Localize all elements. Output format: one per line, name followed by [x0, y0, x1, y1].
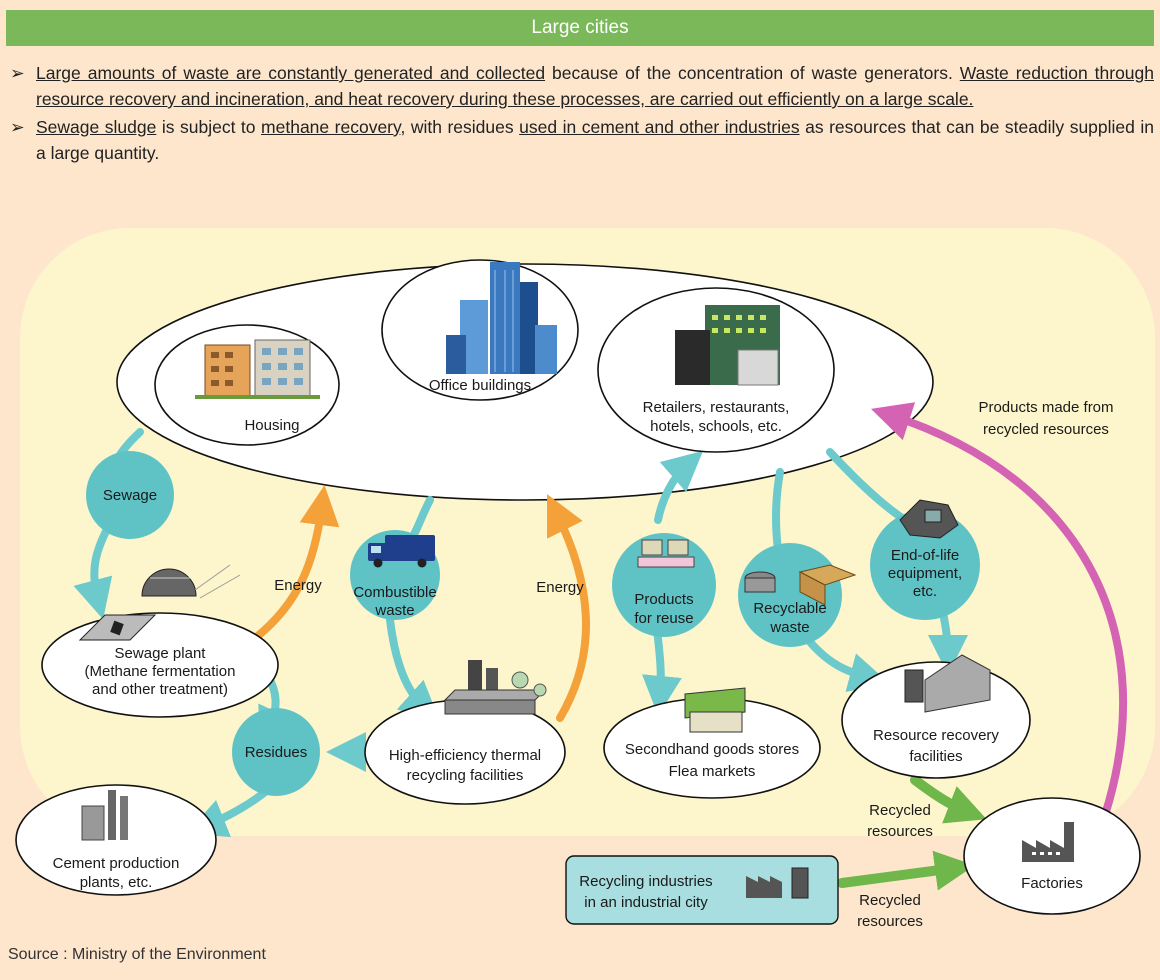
bullet-text: used in cement and other industries: [519, 117, 800, 137]
bullet-text: Large amounts of waste are constantly ge…: [36, 63, 546, 83]
label-recovery-1: Resource recovery: [873, 727, 999, 744]
bullet-text: because of the concentration of waste ge…: [545, 63, 960, 83]
label-energy-right: Energy: [536, 579, 584, 596]
bubble-label-eol-3: etc.: [913, 583, 937, 600]
label-energy-left: Energy: [274, 577, 322, 594]
computers-illustration: [637, 539, 695, 568]
recyclables-illustration: [744, 564, 857, 606]
bullet-text: Waste reduction through resource recover…: [36, 63, 1154, 109]
store-illustration: [684, 687, 746, 733]
bubble-label-recyclable-2: waste: [769, 619, 809, 636]
arrow-industries-factories: [837, 850, 975, 891]
arrow-combustible-thermal: [386, 616, 440, 722]
header-title: Large cities: [531, 17, 629, 38]
bullet-text: , with residues: [400, 117, 520, 137]
label-industries-1: Recycling industries: [579, 873, 712, 890]
label-recovery-2: facilities: [909, 748, 962, 765]
label-recycled-1a: Recycled: [869, 802, 931, 819]
arrow-energy-right: [547, 494, 590, 722]
bullet-text: methane recovery: [261, 117, 401, 137]
label-secondhand-1: Secondhand goods stores: [625, 741, 799, 758]
arrow-bullet-icon: ➢: [10, 117, 25, 137]
bubble-label-recyclable-1: Recyclable: [753, 600, 826, 617]
arrow-reuse-up: [654, 450, 704, 524]
arrow-energy-left: [246, 485, 340, 646]
label-sewage-plant-3: and other treatment): [92, 681, 228, 698]
label-sewage-plant-1: Sewage plant: [115, 645, 207, 662]
bubble-label-eol-2: equipment,: [888, 565, 962, 582]
header-bar: Large cities: [6, 10, 1154, 46]
label-recycled-2b: resources: [857, 913, 923, 930]
thermal-plant-illustration: [443, 660, 547, 715]
bubble-label-sewage: Sewage: [103, 487, 157, 504]
bubble-residues: [232, 708, 320, 796]
bubble-label-reuse-1: Products: [634, 591, 693, 608]
arrow-reuse-store: [641, 626, 682, 716]
label-retail-2: hotels, schools, etc.: [650, 418, 782, 435]
housing-illustration: [195, 339, 320, 399]
label-recycled-2a: Recycled: [859, 892, 921, 909]
label-cement-2: plants, etc.: [80, 874, 153, 891]
label-thermal-1: High-efficiency thermal: [389, 747, 541, 764]
label-industries-2: in an industrial city: [584, 894, 708, 911]
node-recycling-industries: [565, 855, 839, 925]
bubble-sewage: [86, 451, 174, 539]
label-cement-1: Cement production: [53, 855, 180, 872]
retail-illustration: [675, 305, 780, 386]
arrow-recyclable-recovery: [806, 638, 890, 693]
arrow-to-recyclable: [771, 468, 784, 554]
bubble-label-combustible-1: Combustible: [353, 584, 436, 601]
bullet-text: as resources that can be steadily suppli…: [36, 117, 1155, 163]
bubble-label-residues: Residues: [245, 744, 308, 761]
sewage-plant-illustration: [78, 564, 241, 641]
junk-pile-illustration: [899, 499, 959, 539]
label-sewage-plant-2: (Methane fermentation: [85, 663, 236, 680]
bubble-label-combustible-2: waste: [374, 602, 414, 619]
label-office: Office buildings: [429, 377, 531, 394]
bubble-label-reuse-2: for reuse: [634, 610, 693, 627]
bullet-item: ➢ Sewage sludge is subject to methane re…: [8, 114, 1154, 166]
bullet-text: is subject to: [156, 117, 262, 137]
arrow-recovery-factories: [910, 775, 987, 824]
label-products-recycled-2: recycled resources: [983, 421, 1109, 438]
source-note: Source : Ministry of the Environment: [8, 946, 266, 963]
label-housing: Housing: [244, 417, 299, 434]
arrow-products-recycled: [870, 402, 1128, 819]
bubble-label-eol-1: End-of-life: [891, 547, 959, 564]
industry-factory-icon: [746, 867, 809, 899]
bullet-item: ➢ Large amounts of waste are constantly …: [8, 60, 1154, 112]
label-recycled-1b: resources: [867, 823, 933, 840]
label-products-recycled-1: Products made from: [978, 399, 1113, 416]
cement-plant-illustration: [81, 790, 128, 841]
bubble-eol: [870, 510, 980, 620]
bullet-text: Sewage sludge: [36, 117, 157, 137]
label-thermal-2: recycling facilities: [407, 767, 524, 784]
arrow-bullet-icon: ➢: [10, 63, 25, 83]
factory-icon: [1022, 822, 1074, 862]
label-factories: Factories: [1021, 875, 1083, 892]
label-secondhand-2: Flea markets: [669, 763, 756, 780]
garbage-truck-icon: [368, 535, 435, 568]
office-illustration: [446, 262, 557, 374]
recovery-facility-illustration: [904, 654, 991, 713]
bullet-list: ➢ Large amounts of waste are constantly …: [8, 60, 1154, 168]
label-retail-1: Retailers, restaurants,: [643, 399, 790, 416]
